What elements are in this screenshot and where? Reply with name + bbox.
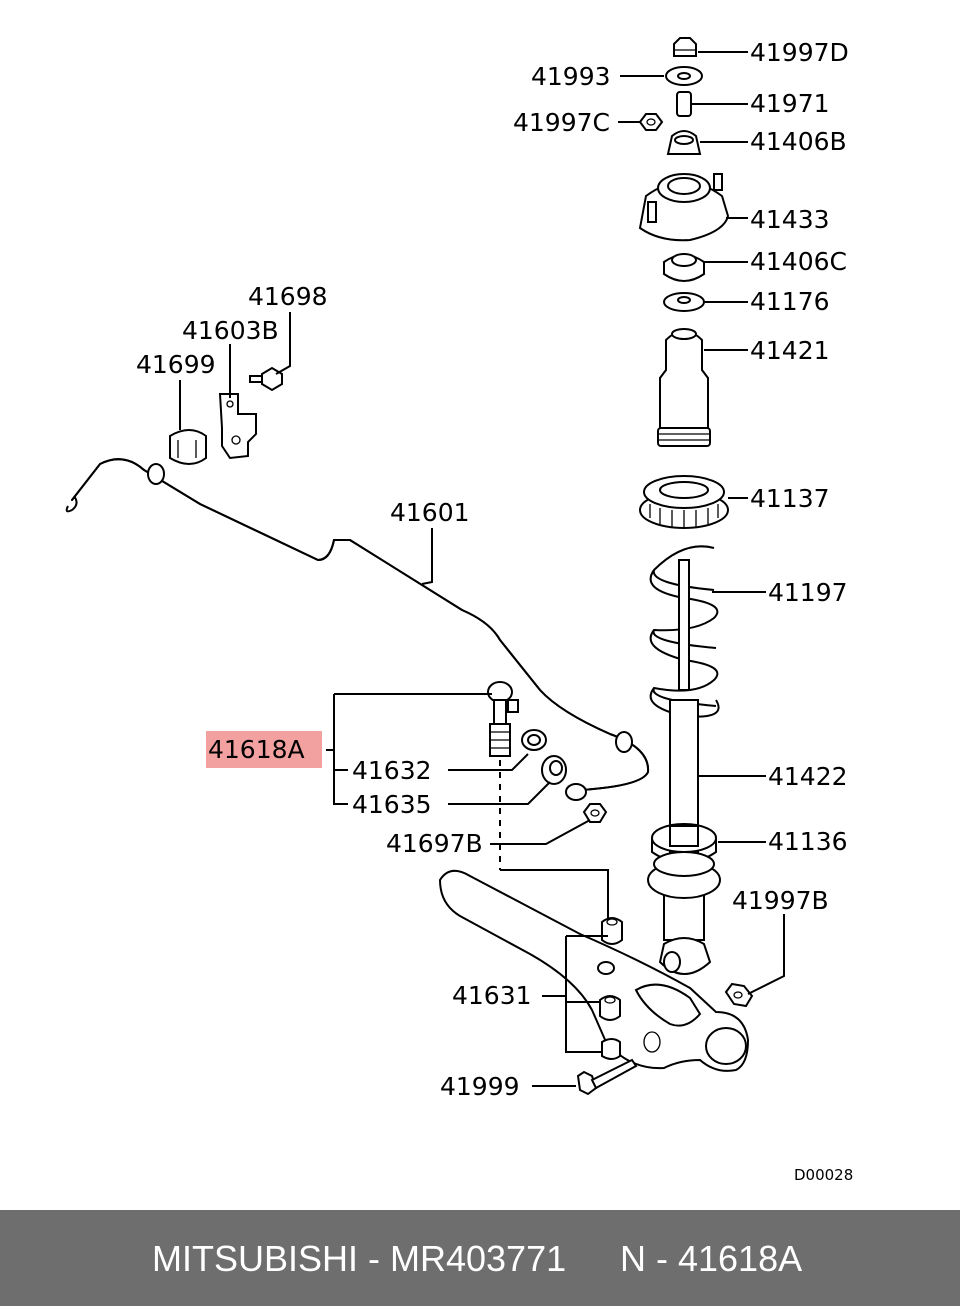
- washer-41632: [521, 729, 547, 751]
- label-41176: 41176: [750, 287, 830, 316]
- bushing-41406b: [666, 130, 702, 155]
- shock-absorber-41422: [658, 699, 712, 975]
- label-41635: 41635: [352, 790, 432, 819]
- label-41997d: 41997D: [750, 38, 849, 67]
- label-41618a: 41618A: [208, 735, 305, 764]
- bushing-41406c: [663, 253, 705, 282]
- label-41603b: 41603B: [182, 316, 279, 345]
- label-41136: 41136: [768, 827, 848, 856]
- collar-41971: [676, 91, 692, 117]
- label-41631: 41631: [452, 981, 532, 1010]
- label-41406c: 41406C: [750, 247, 847, 276]
- label-41697b: 41697B: [386, 829, 483, 858]
- bracket-41603b: [218, 393, 257, 460]
- bolt-41997b: [724, 982, 754, 1008]
- label-41999: 41999: [440, 1072, 520, 1101]
- label-41421: 41421: [750, 336, 830, 365]
- stabilizer-bushing-41699: [169, 429, 207, 465]
- label-41422: 41422: [768, 762, 848, 791]
- label-41137: 41137: [750, 484, 830, 513]
- parts-diagram: 41997D 41993 41971 41997C 41406B 41433 4…: [65, 37, 853, 1184]
- spring-seat-41136: [647, 823, 721, 899]
- leader-lines: [179, 51, 785, 1087]
- label-41433: 41433: [750, 205, 830, 234]
- label-41997b: 41997B: [732, 886, 829, 915]
- bolt-41698: [249, 366, 283, 392]
- highlight-41618a: [206, 731, 322, 768]
- spring-pad-41137: [639, 475, 729, 529]
- bushing-41635: [541, 755, 567, 785]
- label-41632: 41632: [352, 756, 432, 785]
- label-41971: 41971: [750, 89, 830, 118]
- footer-bar: MITSUBISHI - MR403771 N - 41618A: [0, 1210, 960, 1306]
- footer-ref: N - 41618A: [620, 1238, 803, 1279]
- label-41997c: 41997C: [513, 108, 610, 137]
- washer-41993: [665, 66, 703, 86]
- part-labels: 41997D 41993 41971 41997C 41406B 41433 4…: [136, 38, 853, 1184]
- label-41406b: 41406B: [750, 127, 847, 156]
- nut-41997c: [638, 113, 664, 131]
- top-nut-41997d: [673, 37, 697, 57]
- stabilizer-bar-41601: [65, 458, 650, 801]
- washer-41176: [663, 292, 705, 312]
- stabilizer-link-41618a: [487, 681, 519, 870]
- label-41993: 41993: [531, 62, 611, 91]
- diagram-code: D00028: [794, 1166, 853, 1184]
- upper-mount-41433: [638, 173, 730, 242]
- label-41698: 41698: [248, 282, 328, 311]
- nut-41697b: [582, 803, 608, 823]
- coil-spring-41197: [649, 545, 720, 718]
- label-41699: 41699: [136, 350, 216, 379]
- lower-arm: [438, 869, 750, 1072]
- dust-cover-41421: [657, 328, 711, 447]
- bushings-41631: [599, 917, 623, 1060]
- bolt-41999: [576, 1058, 638, 1096]
- footer-brand: MITSUBISHI - MR403771: [152, 1238, 567, 1279]
- label-41601: 41601: [390, 498, 470, 527]
- label-41197: 41197: [768, 578, 848, 607]
